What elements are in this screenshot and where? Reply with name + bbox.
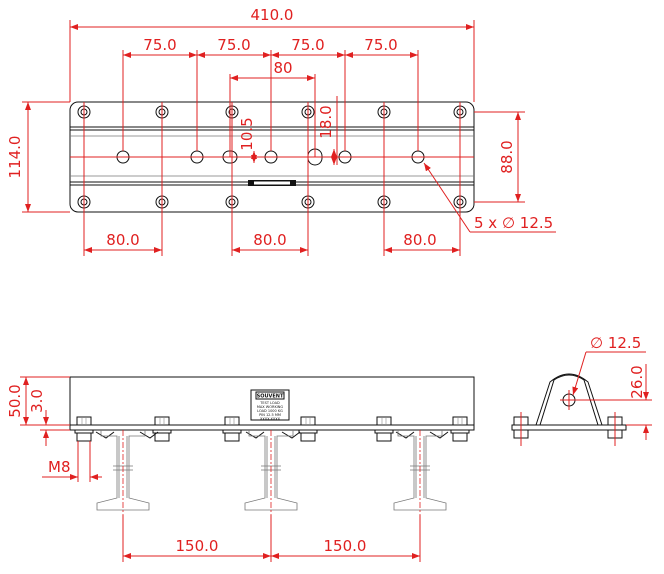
bolt-row-top: [77, 105, 467, 119]
front-view: SOUVENT TEST LOAD MAX WORKING LOAD 1000 …: [6, 376, 475, 562]
bracket-profile: [530, 374, 608, 426]
svg-text:LOAD 1000 KG: LOAD 1000 KG: [257, 409, 283, 413]
dim-height: 114.0: [6, 136, 24, 179]
dim-bolt-size: M8: [48, 458, 71, 476]
product-label: SOUVENT TEST LOAD MAX WORKING LOAD 1000 …: [250, 389, 290, 421]
dim-inner-height: 88.0: [498, 140, 516, 173]
svg-text:TEST LOAD: TEST LOAD: [259, 401, 280, 405]
side-view: ∅ 12.5 26.0: [511, 334, 652, 446]
dim-thickness: 3.0: [28, 389, 46, 413]
hole-callout: 5 x ∅ 12.5: [474, 214, 553, 232]
svg-text:XXXX-XXXX: XXXX-XXXX: [260, 417, 281, 421]
svg-text:PIN 12.5 MM: PIN 12.5 MM: [259, 413, 281, 417]
bolt-row-bottom: [77, 195, 467, 209]
dim-slot-offset: 18.0: [317, 105, 335, 138]
front-bolts: [74, 416, 470, 442]
top-view: 410.0 75.0 75.0 75.0 75.0 80 114.0 88.0 …: [6, 6, 556, 256]
dim-spacing-2: 75.0: [217, 36, 250, 54]
dim-bolt-right: 80.0: [403, 231, 436, 249]
dim-slot-length: 10.5: [238, 117, 256, 150]
dim-bolt-left: 80.0: [106, 231, 139, 249]
side-hole-diameter: ∅ 12.5: [590, 334, 641, 352]
side-hole-height: 26.0: [628, 365, 646, 398]
label-brand: SOUVENT: [257, 394, 284, 400]
rail-profiles: [96, 430, 447, 515]
dim-rail-spacing-right: 150.0: [324, 537, 367, 555]
dim-spacing-3: 75.0: [291, 36, 324, 54]
svg-text:MAX WORKING: MAX WORKING: [257, 405, 284, 409]
dim-slot-spacing: 80: [273, 59, 292, 77]
dim-rail-spacing-left: 150.0: [176, 537, 219, 555]
dim-overall-width: 410.0: [251, 6, 294, 24]
dim-spacing-1: 75.0: [143, 36, 176, 54]
dim-front-height: 50.0: [6, 384, 24, 417]
dim-spacing-4: 75.0: [364, 36, 397, 54]
dim-bolt-mid: 80.0: [253, 231, 286, 249]
